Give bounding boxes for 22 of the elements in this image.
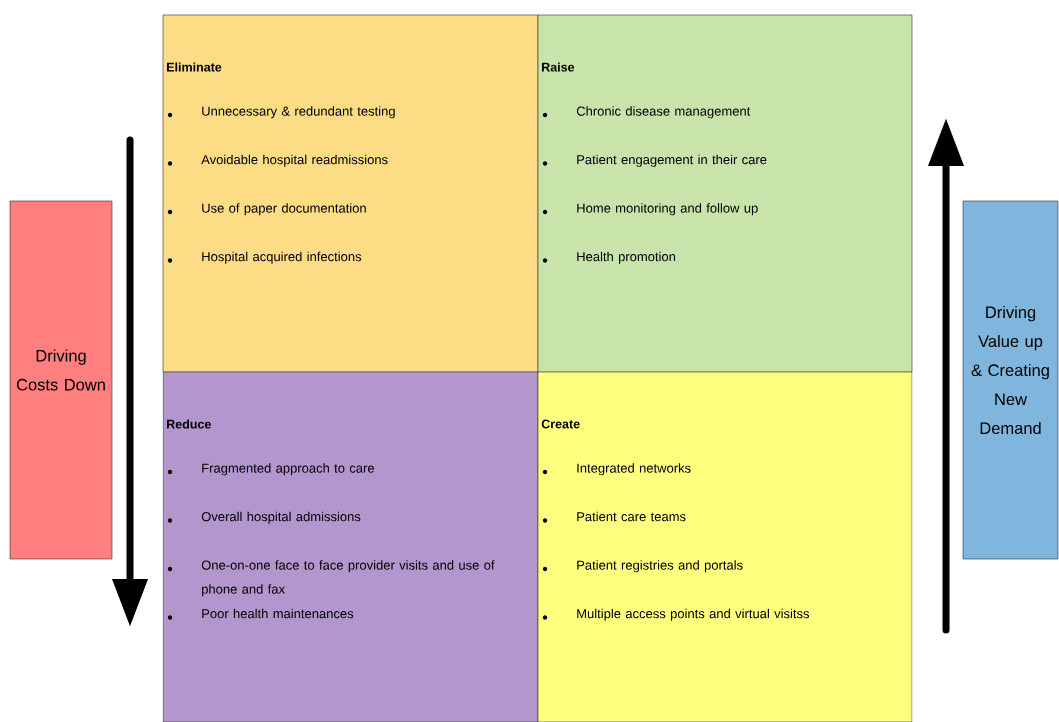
bullet-text: Health promotion xyxy=(577,251,676,264)
bullet-text: Chronic disease management xyxy=(576,106,751,119)
bullet-text: Patient engagement in their care xyxy=(577,154,767,167)
quadrant-heading: Raise xyxy=(542,62,575,72)
bullet-text: Fragmented approach to care xyxy=(202,463,374,476)
bullet-text: Home monitoring and follow up xyxy=(577,203,758,216)
side-box: Driving Value up & Creating New Demand xyxy=(962,200,1059,560)
quadrant-heading: Eliminate xyxy=(167,62,222,72)
bullet-text: Unnecessary & redundant testing xyxy=(202,106,395,119)
bullet-text: Multiple access points and virtual visitss xyxy=(577,608,810,621)
bullet-text: Overall hospital admissions xyxy=(201,511,361,524)
bullet-text: Hospital acquired infections xyxy=(202,251,362,264)
bullet-text: Use of paper documentation xyxy=(202,203,366,216)
bullet-text: Patient care teams xyxy=(577,511,686,522)
side-box: Driving Costs Down xyxy=(9,200,113,560)
bullet-text: Poor health maintenances xyxy=(202,608,354,619)
quadrant-heading: Create xyxy=(541,419,580,429)
bullet-text: One-on-one face to face provider visits and use of phone and fax xyxy=(201,560,495,597)
bullet-text: Avoidable hospital readmissions xyxy=(201,154,388,167)
quadrant-heading: Reduce xyxy=(167,419,211,429)
bullet-text: Integrated networks xyxy=(577,463,691,476)
bullet-text: Patient registries and portals xyxy=(577,560,743,573)
